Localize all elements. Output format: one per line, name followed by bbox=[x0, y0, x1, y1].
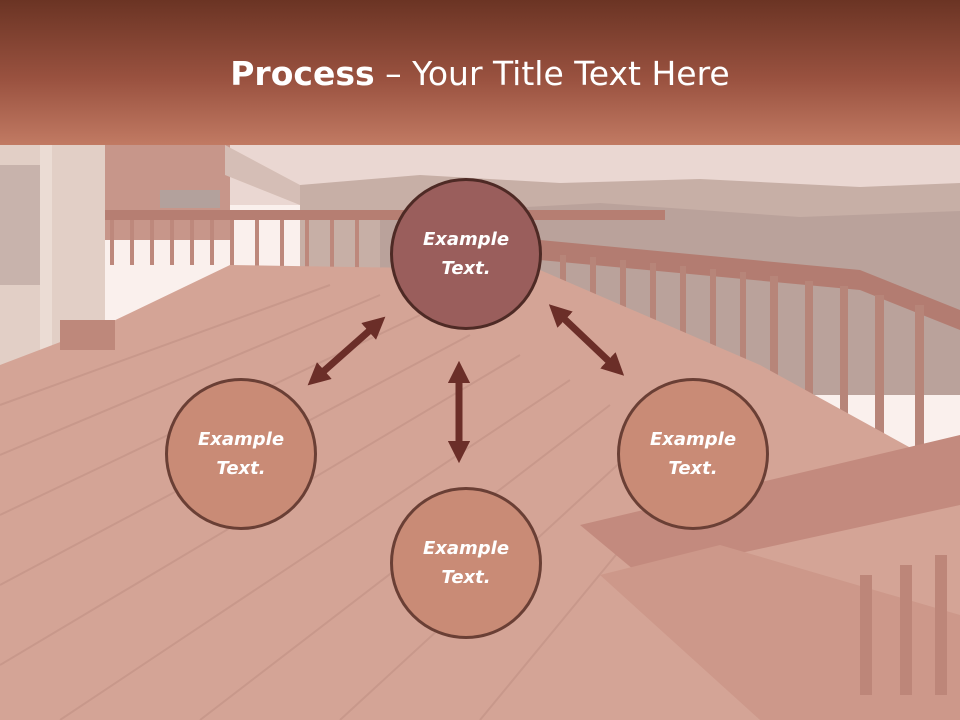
title-rest-part: – Your Title Text Here bbox=[374, 54, 730, 93]
title-band: Process – Your Title Text Here bbox=[0, 0, 960, 145]
bottom-node-line2: Text. bbox=[441, 567, 491, 588]
slide-title: Process – Your Title Text Here bbox=[0, 52, 960, 96]
title-bold-part: Process bbox=[230, 54, 375, 93]
bottom-node-line1: Example bbox=[422, 538, 510, 559]
right-node-line2: Text. bbox=[668, 458, 718, 479]
center-node-line1: Example bbox=[422, 229, 510, 250]
left-node-line2: Text. bbox=[216, 458, 266, 479]
right-node-line1: Example bbox=[649, 429, 737, 450]
left-node-line1: Example bbox=[197, 429, 285, 450]
center-node-line2: Text. bbox=[441, 258, 491, 279]
